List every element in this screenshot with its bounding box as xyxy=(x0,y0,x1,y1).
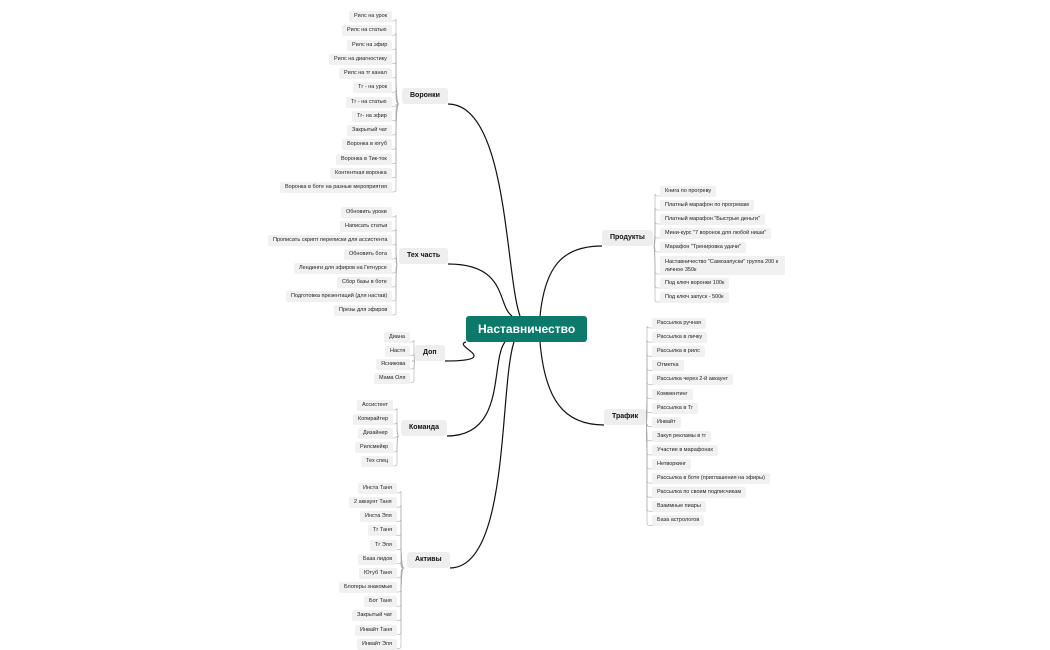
leaf-traffic-12[interactable]: Рассылка по своим подписчикам xyxy=(652,487,747,499)
leaf-products-2[interactable]: Платный марафон "Быстрые деньги" xyxy=(660,214,765,225)
leaf-team-1[interactable]: Копирайтер xyxy=(353,414,394,425)
leaf-traffic-0[interactable]: Рассылка ручная xyxy=(652,318,707,329)
leaf-link-voronki-5 xyxy=(390,90,400,105)
leaf-traffic-6[interactable]: Рассылка в Тг xyxy=(652,402,699,414)
root-node[interactable]: Наставничество xyxy=(466,316,588,342)
leaf-products-1[interactable]: Платный марафон по прогревам xyxy=(660,200,754,211)
branch-products[interactable]: Продукты xyxy=(602,230,653,246)
leaf-assets-3[interactable]: Тг Таня xyxy=(368,525,398,537)
leaf-voronki-12[interactable]: Воронка в боте на разные мероприятия xyxy=(280,182,392,193)
leaf-tech-2[interactable]: Прописать скрипт переписки для ассистент… xyxy=(268,235,393,246)
leaf-link-assets-11 xyxy=(395,567,405,649)
leaf-assets-9[interactable]: Закрытый чат xyxy=(352,610,398,622)
leaf-voronki-0[interactable]: Рилс на урок xyxy=(349,11,393,22)
leaf-tech-5[interactable]: Сбор базы в боте xyxy=(337,277,392,288)
leaf-tech-7[interactable]: Презы для эфиров xyxy=(334,305,393,316)
leaf-products-0[interactable]: Книга по прогреву xyxy=(660,186,717,197)
leaf-traffic-10[interactable]: Нетворкинг xyxy=(652,459,691,470)
leaf-voronki-5[interactable]: Тг - на урок xyxy=(353,82,393,94)
branch-link-tech xyxy=(447,263,513,317)
leaf-dop-1[interactable]: Настя xyxy=(385,345,411,357)
leaf-products-4[interactable]: Марафон "Тренировка удачи" xyxy=(660,242,746,253)
leaf-traffic-8[interactable]: Закуп рекламы в тг xyxy=(652,430,712,442)
leaf-link-dop-3 xyxy=(408,360,415,383)
leaf-assets-7[interactable]: Блогеры знакомые xyxy=(339,582,398,594)
branch-assets[interactable]: Активы xyxy=(407,552,450,568)
leaf-traffic-4[interactable]: Рассылка через 2-й аккаунт xyxy=(652,374,734,386)
leaf-team-2[interactable]: Дизайнер xyxy=(358,428,393,439)
leaf-tech-6[interactable]: Подготовка презентаций (для настав) xyxy=(286,291,393,302)
leaf-products-3[interactable]: Мини-курс "7 воронок для любой ниши" xyxy=(660,228,772,239)
leaf-dop-0[interactable]: Диана xyxy=(384,332,410,343)
leaf-link-assets-5 xyxy=(395,561,405,569)
leaf-assets-11[interactable]: Инвайт Эля xyxy=(357,638,397,650)
leaf-voronki-4[interactable]: Рилс на тг канал xyxy=(339,68,392,79)
branch-link-team xyxy=(446,341,506,437)
leaf-team-4[interactable]: Тех спец xyxy=(361,456,394,467)
leaf-tech-4[interactable]: Лендинги для эфиров на Гетнурсе xyxy=(294,263,392,274)
branch-link-products xyxy=(539,245,603,317)
leaf-voronki-7[interactable]: Тг- на эфир xyxy=(352,110,392,122)
branch-tech[interactable]: Тех часть xyxy=(399,248,449,264)
leaf-voronki-10[interactable]: Воронка в Тик-ток xyxy=(336,153,392,165)
leaf-assets-6[interactable]: Ютуб Таня xyxy=(359,567,397,579)
leaf-traffic-7[interactable]: Инвайт xyxy=(652,416,681,428)
leaf-voronki-6[interactable]: Тг - на статью xyxy=(346,96,392,108)
leaf-assets-2[interactable]: Инста Эля xyxy=(360,511,397,523)
leaf-traffic-13[interactable]: Взаимные пиары xyxy=(652,501,706,513)
branch-link-voronki xyxy=(447,103,521,317)
leaf-tech-0[interactable]: Обновить уроки xyxy=(341,207,392,218)
leaf-assets-1[interactable]: 2 аккаунт Таня xyxy=(349,497,397,509)
leaf-products-7[interactable]: Под ключ запуск - 500к xyxy=(660,292,729,303)
leaf-link-products-7 xyxy=(653,245,662,303)
leaf-tech-1[interactable]: Написать статьи xyxy=(340,221,393,232)
branch-link-assets xyxy=(449,341,515,569)
leaf-voronki-1[interactable]: Рилс на статью xyxy=(342,25,392,37)
leaf-link-voronki-6 xyxy=(390,103,400,107)
leaf-dop-3[interactable]: Мама Оля xyxy=(374,372,411,384)
leaf-dop-2[interactable]: Ясникова xyxy=(376,359,411,370)
leaf-assets-5[interactable]: База лидов xyxy=(358,553,398,565)
leaf-assets-0[interactable]: Инста Таня xyxy=(358,483,397,494)
leaf-traffic-14[interactable]: База астрологов xyxy=(652,515,705,527)
leaf-voronki-3[interactable]: Рилс на диагностику xyxy=(329,53,392,65)
leaf-traffic-3[interactable]: Отметка xyxy=(652,360,684,372)
leaf-traffic-1[interactable]: Рассылка в личку xyxy=(652,332,708,344)
leaf-products-6[interactable]: Под ключ воронки 100к xyxy=(660,278,730,289)
leaf-traffic-9[interactable]: Участие в марафонах xyxy=(652,444,719,456)
leaf-team-0[interactable]: Ассистент xyxy=(357,400,394,411)
leaf-assets-10[interactable]: Инвайт Таня xyxy=(355,624,398,636)
leaf-assets-4[interactable]: Тг Эля xyxy=(370,539,397,551)
branch-dop[interactable]: Доп xyxy=(415,345,445,361)
branch-team[interactable]: Команда xyxy=(401,420,447,436)
leaf-link-tech-7 xyxy=(390,263,398,316)
leaf-tech-3[interactable]: Обновить бота xyxy=(344,249,393,260)
leaf-link-team-4 xyxy=(391,435,399,467)
branch-link-dop xyxy=(444,341,475,362)
leaf-voronki-2[interactable]: Рилс на эфир xyxy=(347,39,393,51)
branch-link-traffic xyxy=(539,341,605,426)
leaf-link-traffic-14 xyxy=(646,424,654,526)
leaf-traffic-11[interactable]: Рассылка в боте (приглашения на эфиры) xyxy=(652,473,770,485)
leaf-voronki-8[interactable]: Закрытый чат xyxy=(347,125,393,136)
leaf-traffic-2[interactable]: Рассылка в рилс xyxy=(652,346,705,358)
leaf-voronki-11[interactable]: Контентная воронка xyxy=(330,167,392,179)
leaf-link-voronki-12 xyxy=(390,103,400,193)
leaf-voronki-9[interactable]: Воронка в ютуб xyxy=(342,139,392,151)
leaf-team-3[interactable]: Рилсмейкр xyxy=(355,442,394,453)
branch-voronki[interactable]: Воронки xyxy=(402,88,448,104)
branch-traffic[interactable]: Трафик xyxy=(604,409,647,425)
leaf-products-5[interactable]: Наставничество "Самозапуски" группа 200 … xyxy=(660,256,785,275)
leaf-assets-8[interactable]: Бот Таня xyxy=(364,596,397,608)
leaf-traffic-5[interactable]: Комментинг xyxy=(652,388,693,400)
